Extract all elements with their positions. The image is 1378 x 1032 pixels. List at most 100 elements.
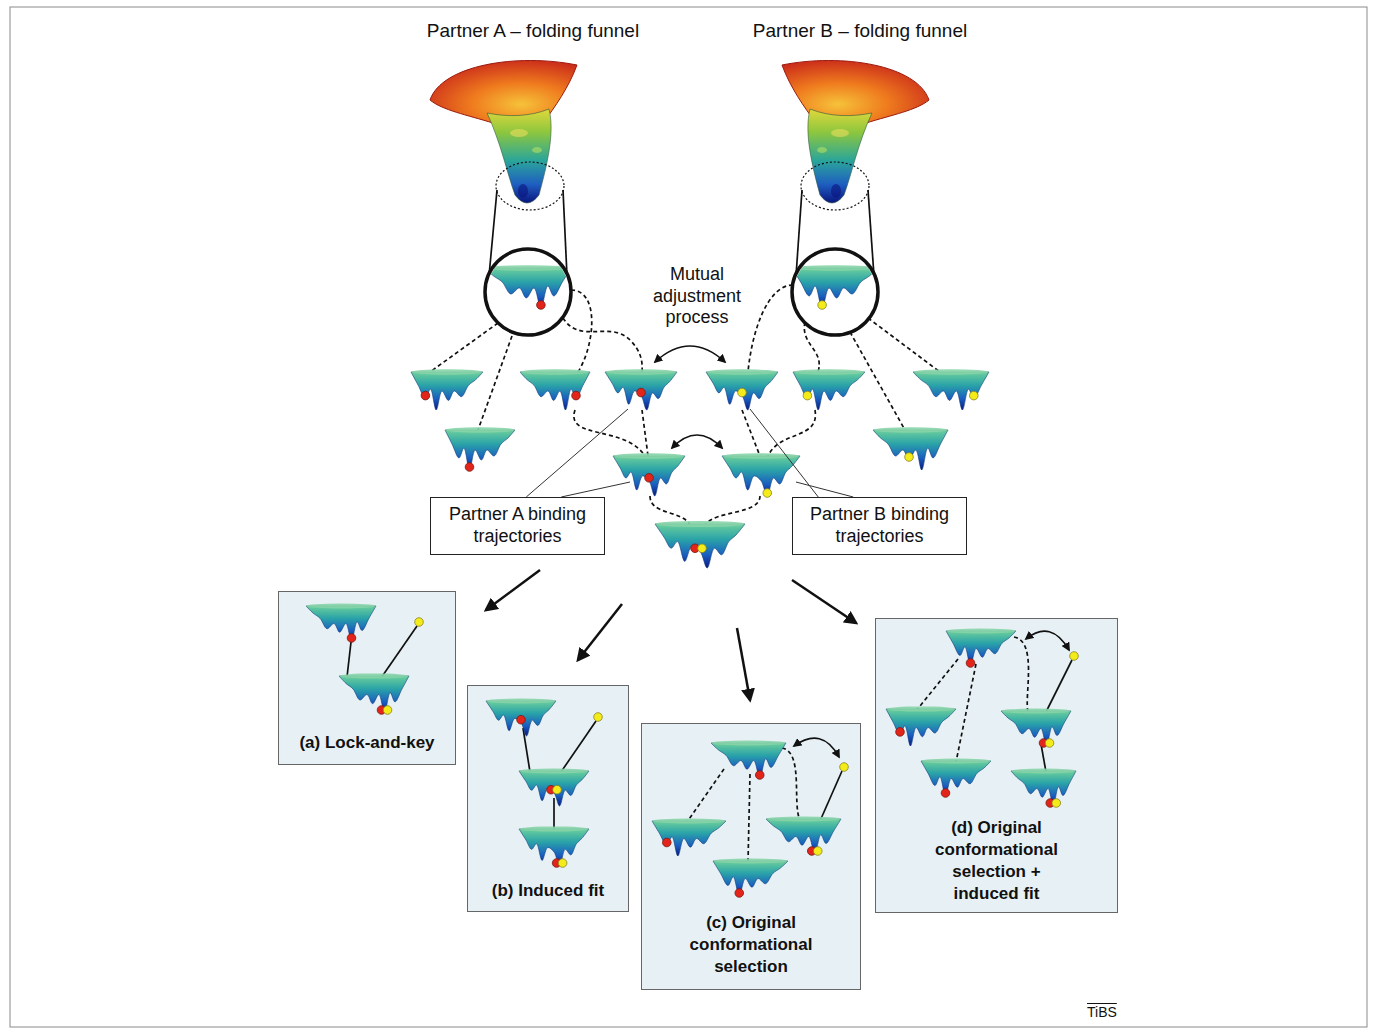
zoomed-landscape bbox=[485, 265, 571, 309]
red-partner-dot bbox=[735, 889, 744, 898]
landscape-rim bbox=[486, 699, 556, 704]
energy-landscape bbox=[722, 453, 800, 497]
dashed-trajectory bbox=[804, 322, 819, 372]
funnel-highlight bbox=[510, 129, 528, 137]
adjustment-arrow bbox=[655, 346, 725, 362]
yellow-partner-dot bbox=[813, 847, 822, 856]
landscape-rim bbox=[921, 759, 991, 764]
leader-line bbox=[526, 409, 628, 497]
leader-line bbox=[796, 482, 853, 497]
binding-line bbox=[553, 798, 555, 830]
panel-caption: (b) Induced fit bbox=[492, 880, 604, 902]
landscape-surface bbox=[921, 761, 991, 796]
landscape-surface bbox=[613, 456, 685, 496]
energy-landscape bbox=[519, 769, 589, 806]
yellow-partner-dot bbox=[905, 453, 914, 462]
box-label: Partner A binding trajectories bbox=[437, 504, 598, 547]
outcome-arrow bbox=[486, 570, 540, 610]
landscape-rim bbox=[873, 427, 948, 433]
funnel-heading: Partner A – folding funnel bbox=[427, 20, 639, 43]
energy-landscape bbox=[445, 427, 515, 471]
folding-funnel bbox=[782, 60, 929, 203]
model-panel: (d) Original conformational selection + … bbox=[875, 618, 1118, 913]
zoom-region bbox=[496, 162, 564, 210]
energy-landscape bbox=[485, 265, 571, 309]
landscape-rim bbox=[706, 369, 778, 374]
energy-landscape bbox=[793, 369, 865, 410]
funnel-throat bbox=[808, 109, 872, 203]
energy-landscape bbox=[706, 369, 778, 410]
dashed-trajectory bbox=[650, 496, 690, 525]
landscape-surface bbox=[605, 372, 677, 410]
callout-box: Partner A binding trajectories bbox=[430, 497, 605, 555]
dashed-trajectory bbox=[705, 496, 760, 525]
energy-landscape bbox=[711, 741, 786, 780]
dashed-trajectory bbox=[868, 318, 940, 372]
binding-line bbox=[820, 771, 842, 821]
landscape-surface bbox=[655, 524, 745, 568]
energy-landscape bbox=[921, 759, 991, 798]
landscape-rim bbox=[652, 819, 726, 824]
binding-line bbox=[347, 642, 351, 677]
dashed-trajectory bbox=[916, 659, 958, 711]
landscape-surface bbox=[445, 430, 515, 470]
yellow-partner-dot bbox=[698, 544, 707, 553]
dashed-trajectory bbox=[1014, 637, 1029, 712]
zoom-circle bbox=[485, 249, 571, 335]
red-partner-dot bbox=[896, 728, 905, 737]
landscape-surface bbox=[766, 819, 841, 854]
red-partner-dot bbox=[572, 391, 581, 400]
energy-landscape bbox=[1011, 769, 1076, 808]
red-partner-dot bbox=[941, 789, 950, 798]
energy-landscape bbox=[652, 819, 726, 856]
binding-line bbox=[1041, 744, 1046, 772]
yellow-partner-dot bbox=[1045, 739, 1054, 748]
funnel-highlight bbox=[532, 147, 542, 153]
dashed-trajectory bbox=[850, 332, 905, 430]
landscape-surface bbox=[886, 709, 956, 746]
zoomed-landscape bbox=[792, 265, 878, 309]
landscape-surface bbox=[711, 743, 786, 778]
landscape-rim bbox=[519, 769, 589, 774]
yellow-partner-dot bbox=[553, 785, 562, 794]
energy-landscape bbox=[613, 453, 685, 496]
box-label: Partner B binding trajectories bbox=[799, 504, 960, 547]
funnel-rim bbox=[430, 60, 577, 123]
landscape-surface bbox=[722, 456, 800, 496]
energy-landscape bbox=[520, 369, 590, 410]
energy-landscape bbox=[1001, 709, 1071, 748]
landscape-surface bbox=[946, 631, 1016, 666]
landscape-surface bbox=[411, 372, 483, 410]
energy-landscape bbox=[411, 369, 483, 410]
landscape-surface bbox=[519, 771, 589, 806]
energy-landscape bbox=[339, 673, 409, 714]
funnel-rim bbox=[782, 60, 929, 123]
energy-landscape bbox=[655, 521, 745, 568]
landscape-surface bbox=[485, 268, 571, 308]
energy-landscape bbox=[519, 826, 589, 867]
dashed-trajectory bbox=[642, 410, 648, 456]
binding-line bbox=[1046, 660, 1072, 712]
red-partner-dot bbox=[347, 634, 356, 643]
energy-landscape bbox=[605, 369, 677, 410]
landscape-rim bbox=[605, 369, 677, 374]
energy-landscape bbox=[306, 604, 376, 643]
landscape-rim bbox=[1011, 769, 1076, 774]
landscape-surface bbox=[913, 372, 989, 410]
landscape-rim bbox=[886, 706, 956, 711]
landscape-surface bbox=[793, 372, 865, 410]
leader-line bbox=[561, 482, 630, 497]
panel-caption: (c) Original conformational selection bbox=[676, 912, 826, 978]
funnel-highlight bbox=[817, 147, 827, 153]
landscape-rim bbox=[713, 859, 788, 864]
energy-landscape bbox=[873, 427, 948, 470]
landscape-rim bbox=[306, 604, 376, 609]
landscape-surface bbox=[873, 430, 948, 470]
landscape-rim bbox=[711, 741, 786, 746]
landscape-rim bbox=[339, 673, 409, 678]
landscape-rim bbox=[946, 629, 1016, 634]
journal-logo: TiBS bbox=[1087, 1004, 1117, 1021]
adjustment-arrow bbox=[672, 435, 722, 448]
landscape-surface bbox=[652, 821, 726, 856]
